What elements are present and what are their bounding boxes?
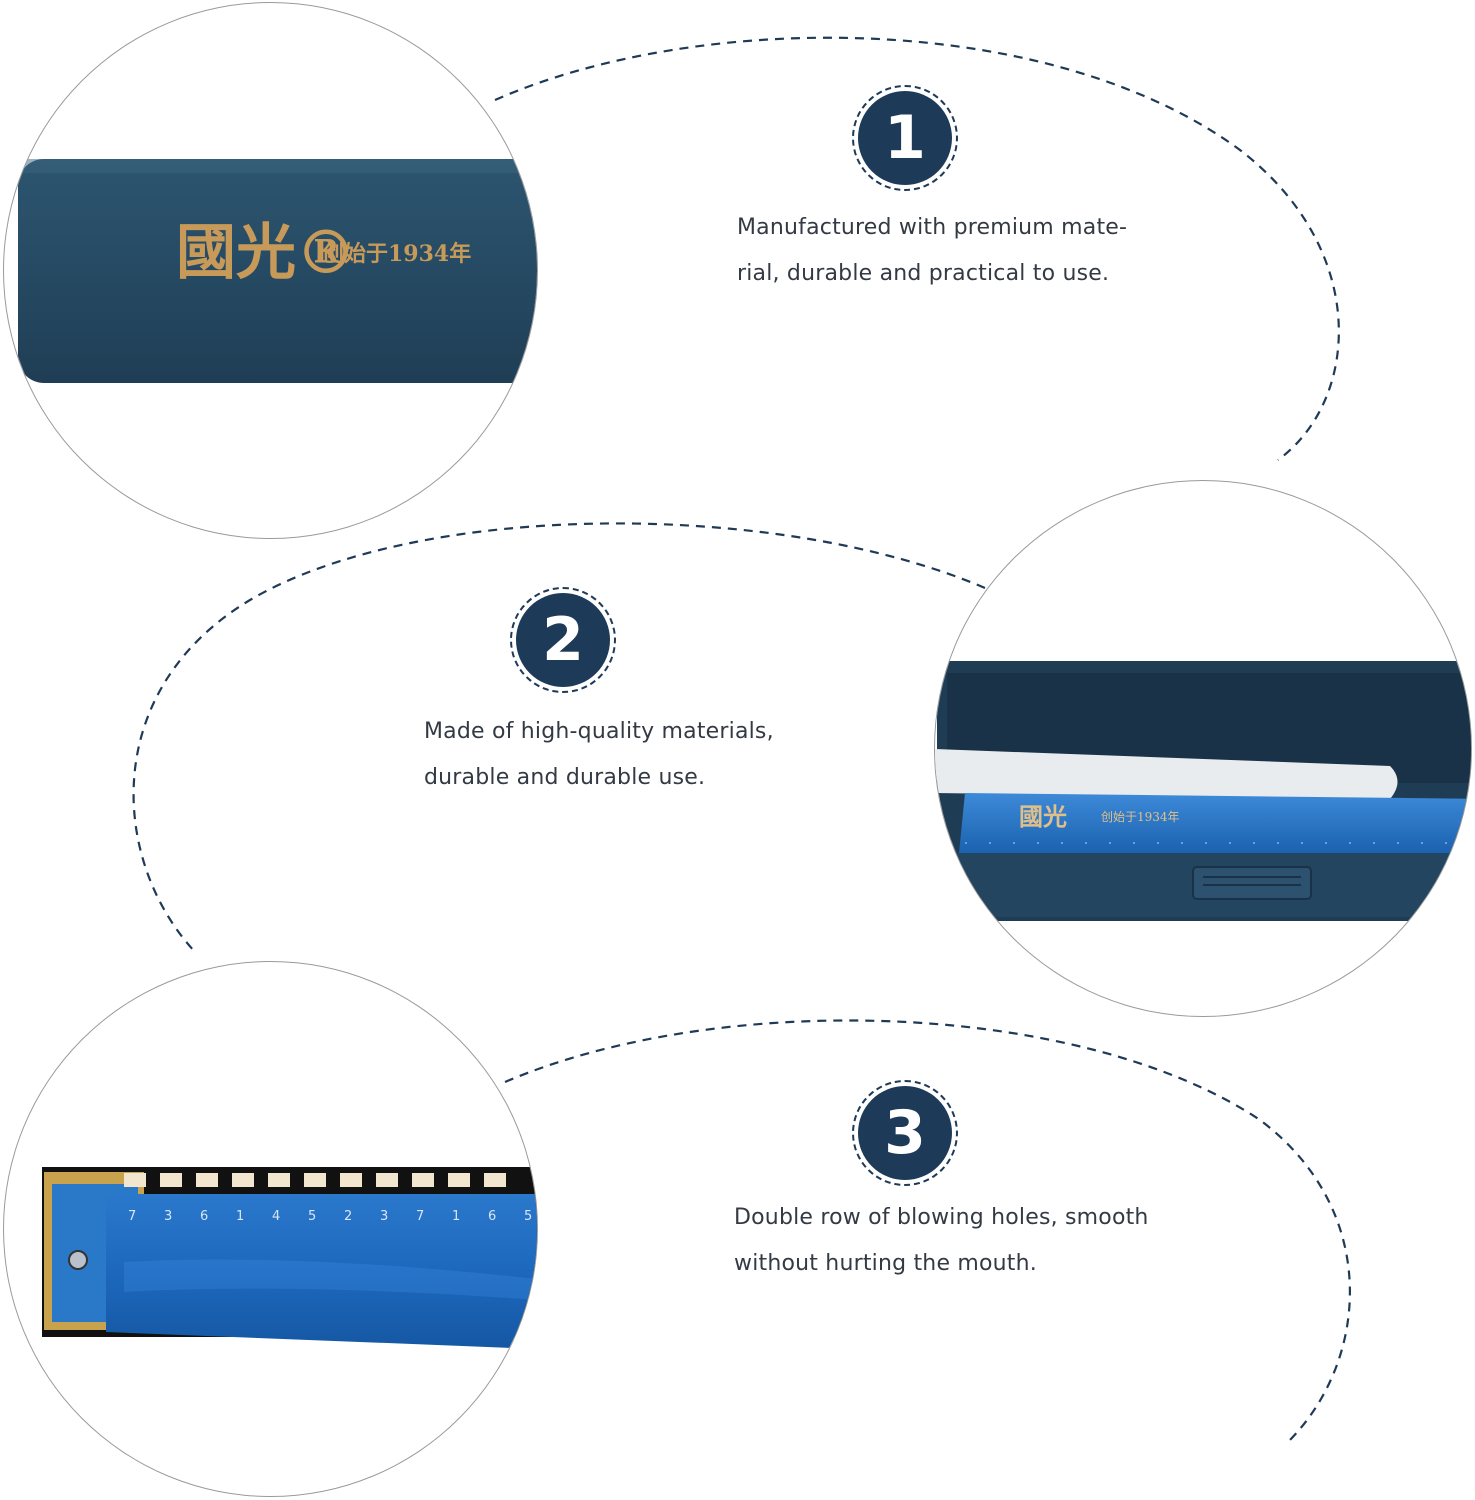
feature-badge-2: 2 [510,587,616,693]
feature-description-2: Made of high-quality materials, durable … [424,709,774,801]
feature-1-line-2: rial, durable and practical to use. [737,261,1110,286]
svg-text:创始于1934年: 创始于1934年 [1101,810,1180,824]
feature-number-2: 2 [516,593,610,687]
photo-case-lid: 國光® 创始于1934年 [3,2,538,539]
photo-harmonica: 7 3 6 1 4 5 2 3 7 1 6 5 [3,961,538,1497]
feature-number-3: 3 [858,1086,952,1180]
harmonica-illustration: 7 3 6 1 4 5 2 3 7 1 6 5 [42,1167,537,1349]
feature-2-line-1: Made of high-quality materials, [424,719,774,744]
arc-3 [504,1019,1351,1443]
feature-2-line-2: durable and durable use. [424,765,706,790]
scale-digit-6: 5 [308,1209,316,1224]
scale-digit-3: 6 [200,1209,208,1224]
scale-digit-9: 7 [416,1209,424,1224]
svg-text:國光: 國光 [1019,802,1067,831]
scale-digit-11: 6 [488,1209,496,1224]
open-case-illustration: 國光 创始于1934年 [935,661,1471,921]
feature-3-line-1: Double row of blowing holes, smooth [734,1205,1149,1230]
brand-subtitle: 创始于1934年 [321,241,471,267]
photo-open-case: 國光 创始于1934年 [934,480,1472,1017]
arc-2 [132,522,986,953]
feature-3-line-2: without hurting the mouth. [734,1251,1037,1276]
scale-digit-12: 5 [524,1209,532,1224]
scale-digit-2: 3 [164,1209,172,1224]
feature-badge-1: 1 [852,85,958,191]
scale-digit-7: 2 [344,1209,352,1224]
scale-digit-4: 1 [236,1209,244,1224]
scale-digit-5: 4 [272,1209,280,1224]
feature-description-3: Double row of blowing holes, smooth with… [734,1195,1149,1287]
scale-digit-8: 3 [380,1209,388,1224]
brand-mark: 國光® [176,218,356,288]
case-lid-illustration: 國光® 创始于1934年 [18,159,537,383]
feature-number-1: 1 [858,91,952,185]
scale-digit-10: 1 [452,1209,460,1224]
feature-badge-3: 3 [852,1080,958,1186]
feature-1-line-1: Manufactured with premium mate- [737,215,1128,240]
feature-description-1: Manufactured with premium mate- rial, du… [737,205,1127,297]
scale-digit-1: 7 [128,1209,136,1224]
